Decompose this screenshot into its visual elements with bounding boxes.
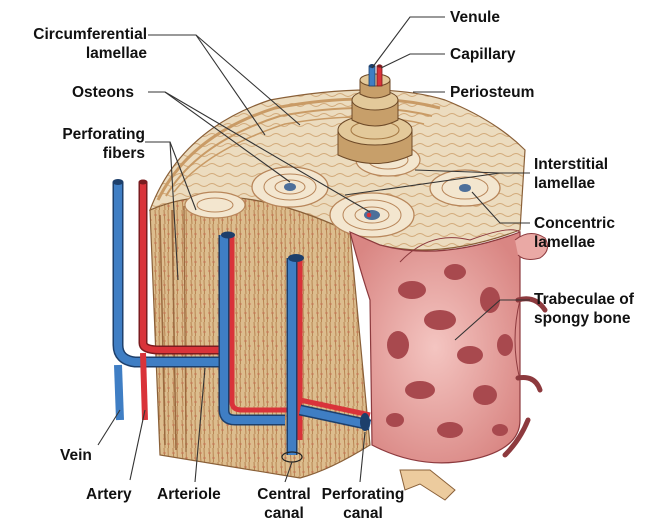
spongy-bone [350,230,520,463]
label-perforating-fibers: Perforating fibers [45,125,145,163]
label-central-canal: Central canal [246,485,322,523]
label-interstitial-lamellae: Interstitial lamellae [534,155,629,193]
osteon-1 [252,167,328,207]
osteon-2 [330,193,414,237]
label-vein: Vein [60,446,92,465]
label-perforating-canal: Perforating canal [318,485,408,523]
label-concentric-lamellae: Concentric lamellae [534,214,629,252]
bone-left-face [150,197,370,478]
label-arteriole: Arteriole [157,485,221,504]
periosteum-cylinder [338,74,412,164]
osteon-3 [430,170,500,206]
label-trabeculae: Trabeculae of spongy bone [534,290,652,328]
label-capillary: Capillary [450,45,515,64]
label-osteons: Osteons [72,83,134,102]
label-artery: Artery [86,485,132,504]
label-periosteum: Periosteum [450,83,534,102]
label-venule: Venule [450,8,500,27]
label-circumferential-lamellae: Circumferential lamellae [12,25,147,63]
